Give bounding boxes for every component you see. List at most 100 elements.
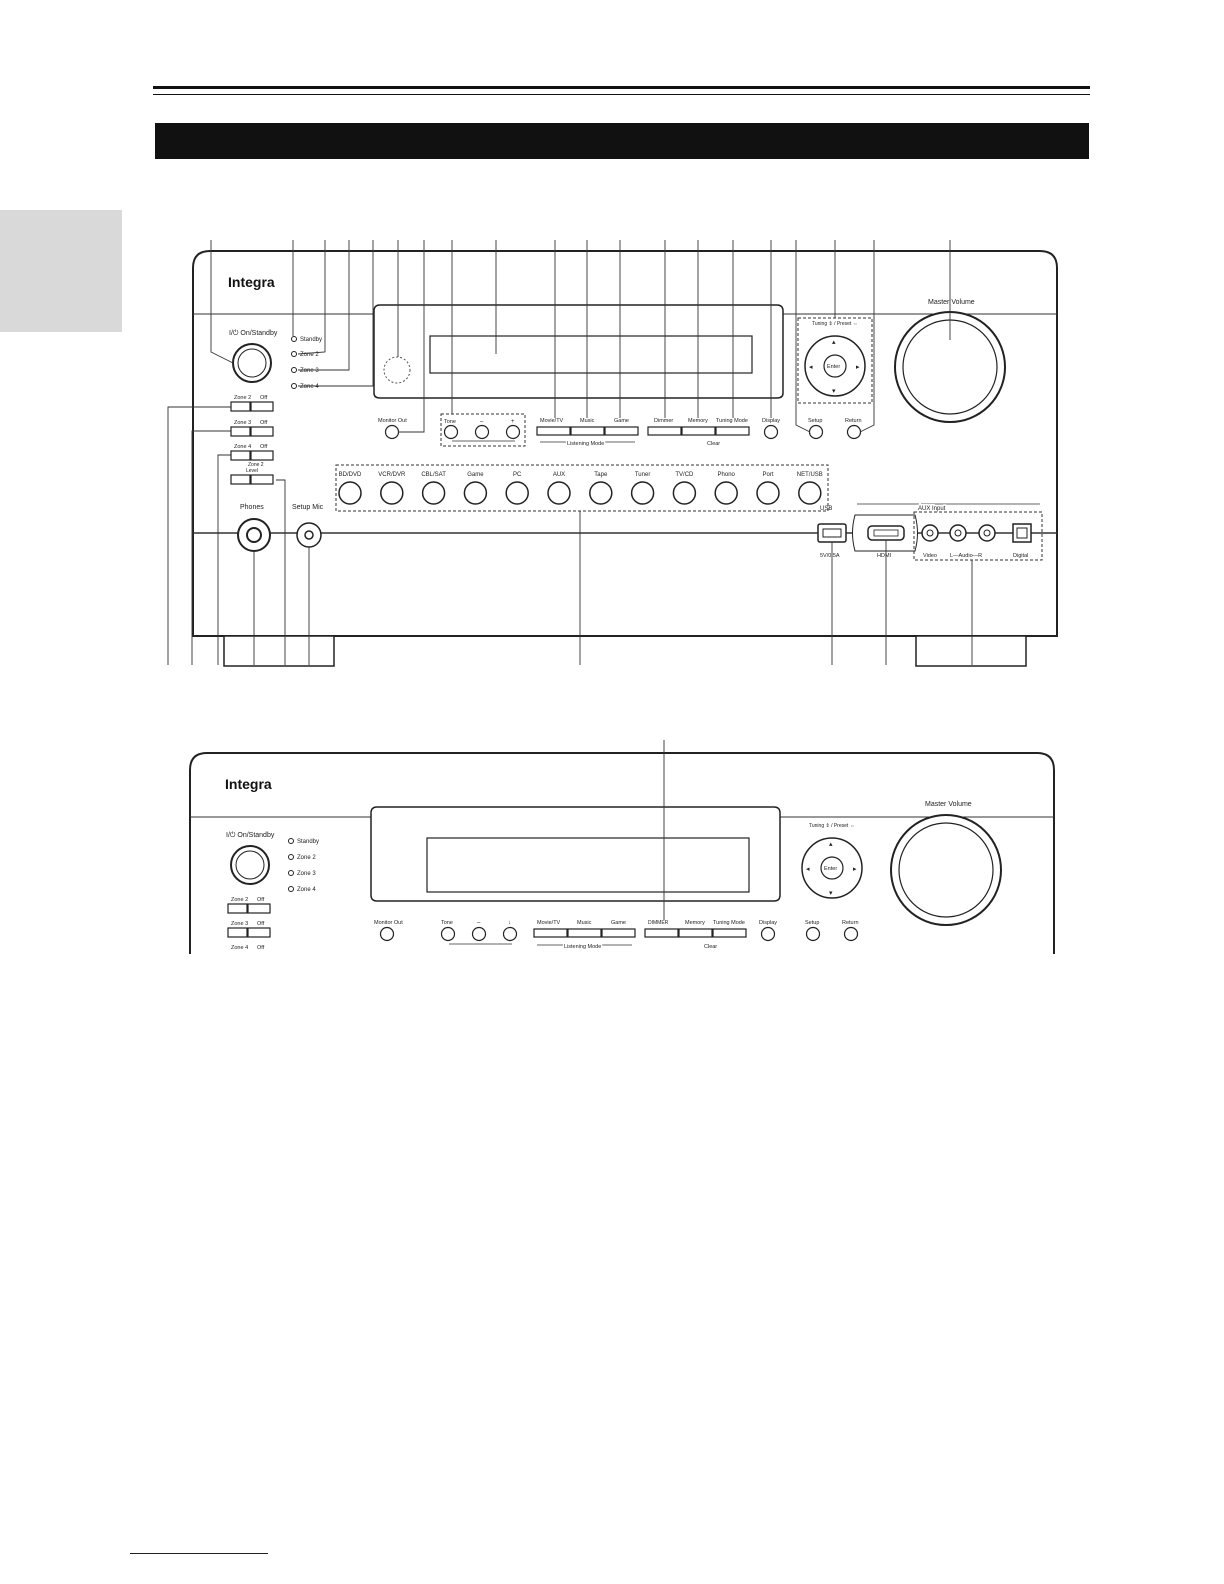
power-button-ring-2	[235, 850, 265, 880]
zone4-indicator	[291, 383, 297, 389]
standby-label-2: Standby	[297, 839, 319, 845]
zone3-button[interactable]	[230, 426, 251, 437]
standby-indicator	[291, 336, 297, 342]
tone-plus-button[interactable]	[505, 424, 521, 440]
display-button-2[interactable]	[760, 926, 776, 942]
input-selector-button[interactable]	[421, 481, 446, 505]
video-label: Video	[923, 553, 937, 559]
tone-down-label-2: ↓	[508, 920, 511, 926]
tuning-presets-label: Tuning ⇕ / Preset ⇔	[812, 321, 858, 327]
zone3-button-2[interactable]	[227, 927, 248, 938]
zone4-button[interactable]	[230, 450, 251, 461]
power-button[interactable]	[232, 343, 272, 383]
zone2-off-label-2: Off	[257, 897, 265, 903]
music-button[interactable]	[570, 426, 605, 436]
input-selector-button[interactable]	[463, 481, 488, 505]
zone-level-down-button[interactable]	[230, 474, 251, 485]
usb-label: USB	[820, 506, 832, 512]
setup-button-2[interactable]	[805, 926, 821, 942]
zone3-off-button[interactable]	[250, 426, 274, 437]
zone2-off-button-2[interactable]	[247, 903, 271, 914]
input-selector-label: TV/CD	[675, 472, 694, 478]
zone4-off-label-2: Off	[257, 945, 265, 951]
monitor-out-button-2[interactable]	[379, 926, 395, 942]
monitor-out-button[interactable]	[384, 424, 400, 440]
tone-minus-button[interactable]	[474, 424, 490, 440]
music-label-2: Music	[577, 920, 592, 926]
memory-button-2[interactable]	[678, 928, 713, 938]
setup-button[interactable]	[808, 424, 824, 440]
return-button[interactable]	[846, 424, 862, 440]
zone4-indicator-2	[288, 886, 294, 892]
tone-button-2[interactable]	[440, 926, 456, 942]
aux-digital-optical-jack[interactable]	[1012, 523, 1032, 543]
front-panel-top: Integra I/⏻ On/Standby Standby Zone 2 Zo…	[167, 240, 1058, 667]
input-selector-button[interactable]	[589, 481, 613, 505]
phones-jack[interactable]	[237, 518, 271, 552]
input-selector-label: CBL/SAT	[421, 472, 446, 478]
zone2-button-2[interactable]	[227, 903, 248, 914]
tone-minus-button-2[interactable]	[471, 926, 487, 942]
tuning-mode-button[interactable]	[715, 426, 750, 436]
enter-button[interactable]	[823, 354, 847, 378]
input-selector-button[interactable]	[380, 481, 404, 505]
zone3-indicator	[291, 367, 297, 373]
input-selector-button[interactable]	[338, 481, 362, 505]
zone-level-up-button[interactable]	[250, 474, 274, 485]
input-selector-button[interactable]	[505, 481, 529, 505]
input-selector-label: Tuner	[635, 472, 650, 478]
game-mode-button-2[interactable]	[601, 928, 636, 938]
display-label-2: Display	[759, 920, 777, 926]
enter-label: Enter	[827, 364, 840, 370]
dimmer-button[interactable]	[647, 426, 682, 436]
hdmi-port[interactable]	[867, 525, 905, 541]
memory-button[interactable]	[681, 426, 716, 436]
input-selector-group-outline	[335, 464, 829, 512]
input-selector-button[interactable]	[630, 481, 655, 505]
master-volume-label: Master Volume	[928, 299, 975, 306]
input-selector-button[interactable]	[714, 481, 738, 505]
aux-audio-r-jack[interactable]	[978, 524, 996, 542]
master-volume-knob-2[interactable]	[890, 814, 1002, 926]
setup-label: Setup	[808, 418, 822, 424]
zone2-off-button[interactable]	[250, 401, 274, 412]
zone2-button[interactable]	[230, 401, 251, 412]
down-arrow-icon: ▾	[832, 388, 836, 395]
return-button-2[interactable]	[843, 926, 859, 942]
aux-audio-r-jack-inner	[983, 529, 991, 537]
aux-audio-l-jack[interactable]	[949, 524, 967, 542]
setup-mic-jack[interactable]	[296, 522, 322, 548]
side-tab	[0, 210, 122, 332]
setup-label-2: Setup	[805, 920, 819, 926]
display-button[interactable]	[763, 424, 779, 440]
movie-tv-button-2[interactable]	[533, 928, 568, 938]
tone-button[interactable]	[443, 424, 459, 440]
tone-plus-button-2[interactable]	[502, 926, 518, 942]
tuning-mode-button-2[interactable]	[712, 928, 747, 938]
tone-minus-label-2: –	[477, 920, 481, 926]
movie-tv-button[interactable]	[536, 426, 571, 436]
usb-port[interactable]	[817, 523, 847, 543]
music-button-2[interactable]	[567, 928, 602, 938]
zone3-indicator-label: Zone 3	[300, 368, 319, 374]
input-selector-button[interactable]	[798, 481, 822, 505]
usb-port-inner	[822, 528, 842, 538]
setup-mic-label: Setup Mic	[292, 504, 324, 511]
dimmer-button-2[interactable]	[644, 928, 679, 938]
power-button-2[interactable]	[230, 845, 270, 885]
input-selector-button[interactable]	[756, 481, 780, 505]
zone4-off-button[interactable]	[250, 450, 274, 461]
game-mode-button[interactable]	[604, 426, 639, 436]
aux-video-jack[interactable]	[921, 524, 939, 542]
zone3-off-button-2[interactable]	[247, 927, 271, 938]
zone4-indicator-label: Zone 4	[300, 384, 319, 390]
usb-power-label: 5V/0.5A	[820, 553, 840, 559]
level-label: Level	[246, 468, 258, 474]
enter-button-2[interactable]	[820, 856, 844, 880]
display-label: Display	[762, 418, 780, 424]
zone3-off-label-2: Off	[257, 921, 265, 927]
tone-label: Tone	[444, 419, 456, 425]
input-selector-button[interactable]	[547, 481, 571, 505]
input-selector-button[interactable]	[672, 481, 697, 505]
